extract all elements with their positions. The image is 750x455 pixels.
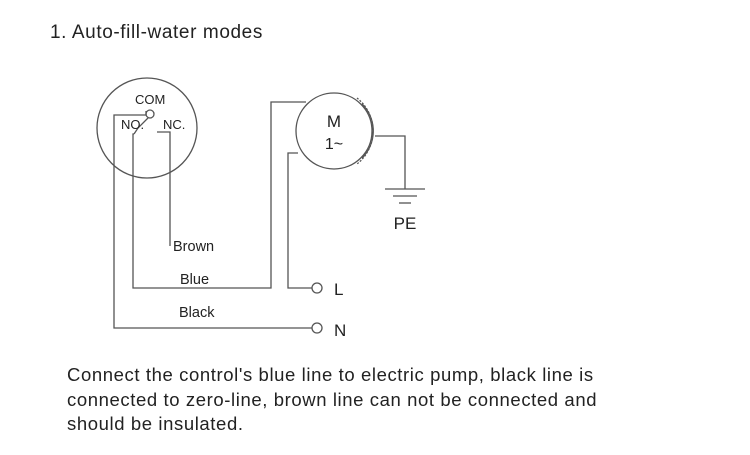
- description-line: Connect the control's blue line to elect…: [67, 364, 594, 385]
- switch-arm: [133, 117, 149, 135]
- motor-circle: [295, 92, 373, 170]
- live-wire: [287, 152, 312, 289]
- terminal-n-label: N: [334, 321, 346, 340]
- section-title: 1. Auto-fill-water modes: [50, 22, 263, 43]
- description-line: connected to zero-line, brown line can n…: [67, 388, 598, 410]
- motor-label-phase: 1~: [325, 136, 343, 153]
- motor-casing-arc-inner: [361, 103, 374, 159]
- description-line: should be insulated.: [67, 413, 244, 434]
- blue-wire: [132, 101, 306, 289]
- blue-wire-label: Blue: [180, 272, 209, 288]
- terminal-l: [311, 282, 323, 294]
- brown-wire-label: Brown: [173, 239, 214, 255]
- nc-label: NC.: [163, 117, 185, 132]
- description: Connect the control's blue line to elect…: [67, 363, 707, 437]
- black-wire-label: Black: [179, 305, 215, 321]
- float-switch-circle: [96, 77, 198, 179]
- pe-wire: [375, 135, 406, 189]
- terminal-l-label: L: [334, 280, 343, 299]
- terminal-n: [311, 322, 323, 334]
- brown-wire: [157, 131, 171, 246]
- com-contact: [145, 109, 155, 119]
- no-label: NO.: [121, 117, 144, 132]
- motor-label-m: M: [327, 112, 341, 131]
- pe-label: PE: [394, 214, 417, 233]
- black-wire: [113, 111, 312, 329]
- com-label: COM: [135, 92, 165, 107]
